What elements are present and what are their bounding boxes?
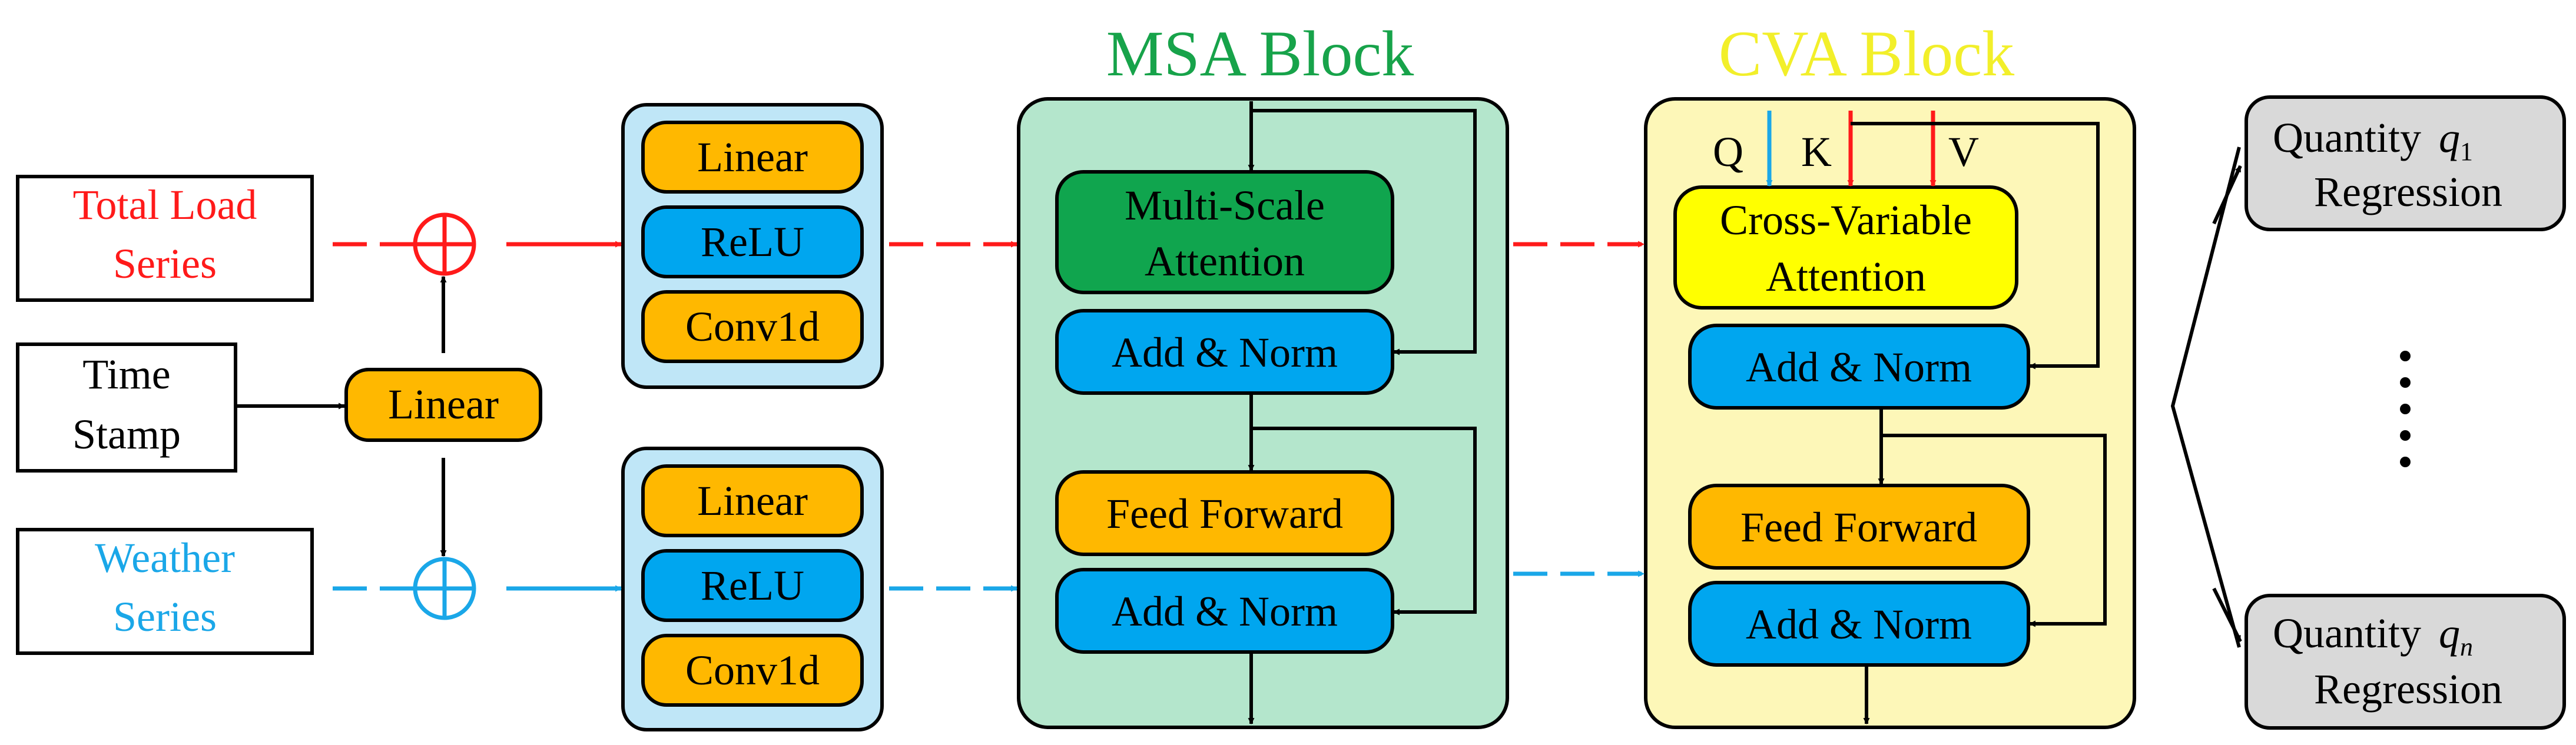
output-ellipsis (2400, 351, 2411, 467)
add-operator-red (413, 212, 476, 276)
msa-block-title: MSA Block (1106, 18, 1414, 89)
quantity-last-line2: Regression (2314, 666, 2502, 713)
embed-top-relu: ReLU (701, 218, 804, 265)
cva-feed-forward: Feed Forward (1740, 504, 1977, 551)
embed-bottom-linear: Linear (697, 477, 808, 524)
add-operator-blue (413, 557, 476, 620)
cva-add-norm-1: Add & Norm (1746, 344, 1972, 391)
weather-input: Weather Series (16, 528, 314, 655)
time-linear-label: Linear (388, 381, 499, 428)
weather-line1: Weather (95, 534, 235, 581)
quantity-last-line1: Quantity qn (2273, 610, 2473, 661)
output-arrow-first (2212, 165, 2242, 225)
msa-residual-2 (1251, 427, 1477, 616)
embed-bottom-relu: ReLU (701, 562, 804, 609)
cva-k-label: K (1801, 128, 1832, 175)
weather-line2: Series (113, 593, 217, 640)
embedding-block-top: Linear ReLU Conv1d (621, 103, 884, 389)
output-fanout-lines (2170, 147, 2241, 648)
embed-top-conv: Conv1d (685, 303, 820, 350)
output-arrow-last (2212, 587, 2242, 643)
quantity-first-line1: Quantity q1 (2273, 114, 2473, 166)
msa-add-norm-2: Add & Norm (1112, 588, 1338, 635)
quantity-regression-last: Quantity qn Regression (2245, 594, 2566, 730)
msa-feed-forward: Feed Forward (1106, 490, 1343, 537)
cva-residual-2 (1881, 434, 2107, 627)
time-stamp-line1: Time (82, 351, 170, 398)
cva-v-label: V (1948, 128, 1979, 175)
time-linear-module: Linear (344, 368, 542, 442)
time-stamp-line2: Stamp (72, 411, 181, 458)
cva-residual-1 (1851, 122, 2100, 370)
quantity-first-line2: Regression (2314, 168, 2502, 215)
cva-attention-line2: Attention (1766, 253, 1926, 300)
cva-attention-line1: Cross-Variable (1720, 197, 1972, 244)
msa-block: Multi-Scale Attention Add & Norm Feed Fo… (1017, 97, 1509, 729)
cva-block-title: CVA Block (1719, 18, 2014, 89)
msa-add-norm-1: Add & Norm (1112, 329, 1338, 376)
cva-block: Q K V Cross-Variable Attention Add & Nor… (1644, 97, 2136, 729)
embed-bottom-conv: Conv1d (685, 647, 820, 694)
total-load-input: Total Load Series (16, 175, 314, 302)
msa-attention-line2: Attention (1145, 238, 1305, 285)
total-load-line2: Series (113, 240, 217, 287)
cva-add-norm-2: Add & Norm (1746, 601, 1972, 648)
total-load-line1: Total Load (73, 181, 257, 228)
embedding-block-bottom: Linear ReLU Conv1d (621, 447, 884, 731)
cva-q-label: Q (1713, 128, 1743, 175)
time-stamp-input: Time Stamp (16, 342, 237, 473)
msa-residual-1 (1251, 109, 1477, 355)
msa-attention-line1: Multi-Scale (1125, 182, 1325, 229)
embed-top-linear: Linear (697, 134, 808, 181)
quantity-regression-first: Quantity q1 Regression (2245, 95, 2566, 231)
